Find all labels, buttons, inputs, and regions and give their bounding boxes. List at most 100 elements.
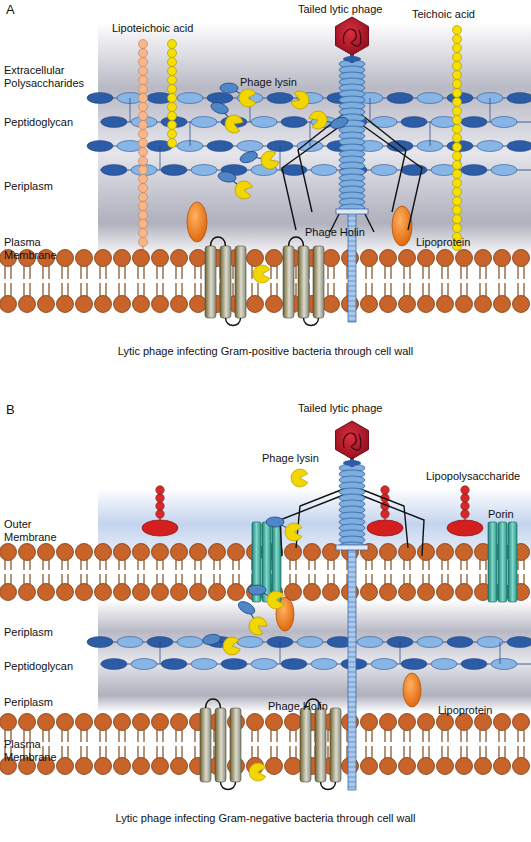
lipid-tail [194, 559, 195, 570]
lipid-tail [118, 283, 119, 297]
peptide-crosslink [130, 98, 131, 122]
porin-strand [508, 522, 517, 602]
lysin-catalytic-domain [291, 469, 308, 487]
lipid-tail [422, 746, 423, 759]
lipid-head [38, 714, 55, 731]
layer-label: Plasma Membrane [4, 236, 66, 262]
lipid-tail [42, 574, 43, 585]
lipid-tail [441, 574, 442, 585]
lipid-tail [409, 729, 410, 742]
lipid-tail [422, 729, 423, 742]
chain-unit [453, 53, 462, 62]
lipid-head [209, 584, 226, 601]
lipid-head [190, 250, 207, 267]
lipid-head [475, 714, 492, 731]
lipid-head [513, 296, 530, 313]
lipid-head [247, 296, 264, 313]
tube-ring [348, 662, 356, 663]
tube-ring [348, 787, 356, 788]
phage-lysin [290, 89, 312, 112]
lipid-head [95, 544, 112, 561]
lipid-tail [232, 559, 233, 570]
lipid-tail [61, 283, 62, 297]
lipid-tail [181, 265, 182, 279]
lysin-catalytic-domain [285, 523, 302, 541]
lipid-tail [327, 729, 328, 742]
lipid-tail [422, 283, 423, 297]
tube-ring [348, 216, 356, 217]
lipid-tail [384, 265, 385, 279]
tube-ring [348, 301, 356, 302]
lipid-head [380, 584, 397, 601]
chain-unit [139, 121, 148, 130]
lipid-head [152, 584, 169, 601]
lipid-tail [118, 729, 119, 742]
lipid-tail [200, 265, 201, 279]
lipid-tail [61, 574, 62, 585]
peptide-crosslink [370, 98, 371, 122]
tube-ring [348, 657, 356, 658]
lipid-tail [175, 746, 176, 759]
chain-unit [453, 215, 462, 224]
lipid-head [57, 544, 74, 561]
lipid-tail [232, 574, 233, 585]
sugar-unit [251, 659, 277, 670]
chain-unit [139, 40, 148, 49]
lipid-tail [194, 265, 195, 279]
lipid-tail [124, 574, 125, 585]
lipid-tail [371, 265, 372, 279]
lipid-head [418, 544, 435, 561]
structure-label: Phage lysin [240, 76, 320, 89]
layer-label: Periplasm [4, 696, 100, 709]
holin-channel [283, 237, 324, 326]
tube-ring [348, 246, 356, 247]
chain-unit [139, 175, 148, 184]
lipid-tail [276, 729, 277, 742]
lipid-tail [295, 283, 296, 297]
lipid-head [171, 758, 188, 775]
lysin-binding-domain [202, 633, 221, 646]
phage-collar [343, 56, 361, 62]
lipid-tail [118, 559, 119, 570]
lipid-tail [99, 729, 100, 742]
lipid-head [152, 714, 169, 731]
lysin-catalytic-domain [239, 89, 256, 107]
lipid-tail [61, 559, 62, 570]
tube-ring [348, 572, 356, 573]
lipid-tail [276, 265, 277, 279]
lipid-head [133, 758, 150, 775]
lipid-tail [498, 729, 499, 742]
o-antigen-unit [156, 486, 164, 494]
lipid-tail [333, 574, 334, 585]
lipid-tail [99, 746, 100, 759]
polymer-chain [139, 40, 148, 251]
sugar-unit [461, 659, 487, 670]
lipid-tail [390, 574, 391, 585]
holin-helix [220, 246, 231, 318]
lipid-tail [67, 574, 68, 585]
lipid-tail [105, 559, 106, 570]
lipid-tail [485, 746, 486, 759]
lipid-tail [194, 283, 195, 297]
lipid-tail [409, 746, 410, 759]
layer-label: Periplasm [4, 180, 100, 193]
lipid-tail [156, 746, 157, 759]
lipid-tail [23, 265, 24, 279]
lipid-tail [238, 574, 239, 585]
sugar-unit [131, 659, 157, 670]
peptide-crosslink [310, 122, 311, 146]
sugar-unit [461, 117, 487, 128]
lipid-head [95, 758, 112, 775]
lipid-tail [194, 746, 195, 759]
lipid-tail [371, 559, 372, 570]
lysin-catalytic-domain [267, 591, 284, 609]
phage-lysin [308, 102, 350, 137]
lipid-head [456, 296, 473, 313]
lipid-head [0, 714, 17, 731]
lipid-tail [485, 729, 486, 742]
lipid-tail [447, 283, 448, 297]
sugar-unit [237, 637, 263, 648]
lipid-tail [504, 729, 505, 742]
lipid-tail [371, 729, 372, 742]
porin-strand [498, 522, 507, 602]
